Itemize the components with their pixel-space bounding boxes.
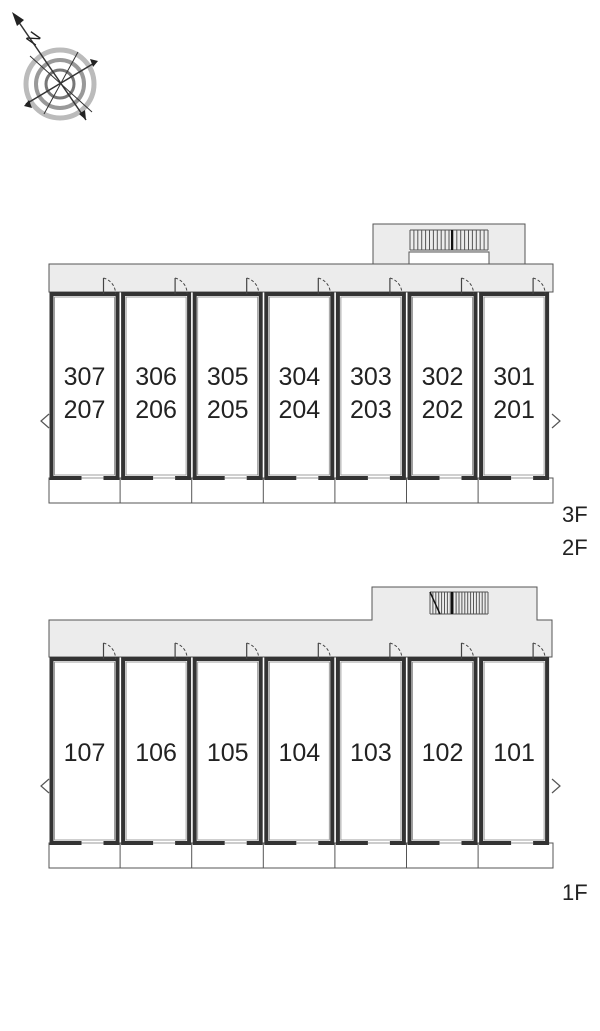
stairs-icon xyxy=(429,591,489,615)
unit-inner-wall xyxy=(54,661,115,841)
compass-rose-icon: N xyxy=(12,12,98,121)
unit-wall xyxy=(192,292,263,480)
door-icon xyxy=(174,277,188,295)
door-icon xyxy=(317,642,331,660)
unit-number-upper: 303 xyxy=(350,363,392,391)
unit-wall xyxy=(407,292,478,480)
unit-inner-wall xyxy=(268,296,330,476)
unit-number-upper: 301 xyxy=(493,363,535,391)
door-icon xyxy=(102,642,117,660)
unit-3: 105 xyxy=(192,657,263,845)
door-icon xyxy=(460,642,475,660)
unit-number: 105 xyxy=(207,739,249,767)
unit-5: 103 xyxy=(335,657,406,845)
door-icon xyxy=(389,642,403,660)
unit-wall xyxy=(335,292,406,480)
door-icon xyxy=(246,277,260,295)
door-icon xyxy=(102,277,117,295)
unit-inner-wall xyxy=(483,296,545,476)
door-icon xyxy=(246,642,260,660)
unit-wall xyxy=(121,292,192,480)
unit-number: 107 xyxy=(64,739,106,767)
door-icon xyxy=(174,642,188,660)
unit-inner-wall xyxy=(54,296,115,476)
unit-wall xyxy=(49,292,120,480)
unit-number-upper: 307 xyxy=(64,363,106,391)
unit-number: 101 xyxy=(493,739,535,767)
unit-number-lower: 202 xyxy=(422,396,464,424)
corridor xyxy=(48,263,554,293)
unit-number: 106 xyxy=(135,739,177,767)
unit-number-lower: 203 xyxy=(350,396,392,424)
unit-7: 101 xyxy=(479,657,550,845)
floor-label-1f: 1F xyxy=(562,880,588,905)
floor-label-3f: 3F xyxy=(562,502,588,527)
unit-number-lower: 204 xyxy=(278,396,320,424)
unit-number-lower: 206 xyxy=(135,396,177,424)
side-door-icon xyxy=(551,778,561,794)
unit-number-lower: 201 xyxy=(493,396,535,424)
unit-number: 103 xyxy=(350,739,392,767)
unit-inner-wall xyxy=(125,661,187,841)
unit-wall xyxy=(49,657,120,845)
unit-wall xyxy=(407,657,478,845)
unit-inner-wall xyxy=(412,296,473,476)
unit-number-upper: 304 xyxy=(278,363,320,391)
unit-number-lower: 205 xyxy=(207,396,249,424)
unit-4: 104 xyxy=(264,657,335,845)
stair-landing xyxy=(408,251,490,265)
door-icon xyxy=(317,277,331,295)
balcony-strip xyxy=(48,477,554,504)
unit-inner-wall xyxy=(340,296,402,476)
unit-number: 102 xyxy=(422,739,464,767)
door-icon xyxy=(532,277,546,295)
door-icon xyxy=(460,277,475,295)
unit-inner-wall xyxy=(197,661,259,841)
unit-wall xyxy=(264,292,335,480)
unit-inner-wall xyxy=(197,296,259,476)
stairs-icon xyxy=(409,229,489,251)
side-door-icon xyxy=(40,778,50,794)
unit-wall xyxy=(479,292,550,480)
unit-1: 107 xyxy=(49,657,120,845)
unit-inner-wall xyxy=(412,661,473,841)
balcony-strip xyxy=(48,842,554,869)
unit-inner-wall xyxy=(125,296,187,476)
lower-block: 107 106 105 104 103 102 101 1F xyxy=(40,586,588,905)
side-door-icon xyxy=(40,413,50,429)
unit-inner-wall xyxy=(268,661,330,841)
floor-label-2f: 2F xyxy=(562,535,588,560)
unit-number-upper: 302 xyxy=(422,363,464,391)
unit-inner-wall xyxy=(483,661,545,841)
door-icon xyxy=(389,277,403,295)
side-door-icon xyxy=(551,413,561,429)
unit-6: 102 xyxy=(407,657,478,845)
unit-number-upper: 305 xyxy=(207,363,249,391)
door-icon xyxy=(532,642,546,660)
unit-number: 104 xyxy=(278,739,320,767)
upper-block: 3072073062063052053042043032033022023012… xyxy=(40,223,588,560)
unit-inner-wall xyxy=(340,661,402,841)
unit-2: 106 xyxy=(121,657,192,845)
unit-number-lower: 207 xyxy=(64,396,106,424)
unit-wall xyxy=(335,657,406,845)
unit-number-upper: 306 xyxy=(135,363,177,391)
